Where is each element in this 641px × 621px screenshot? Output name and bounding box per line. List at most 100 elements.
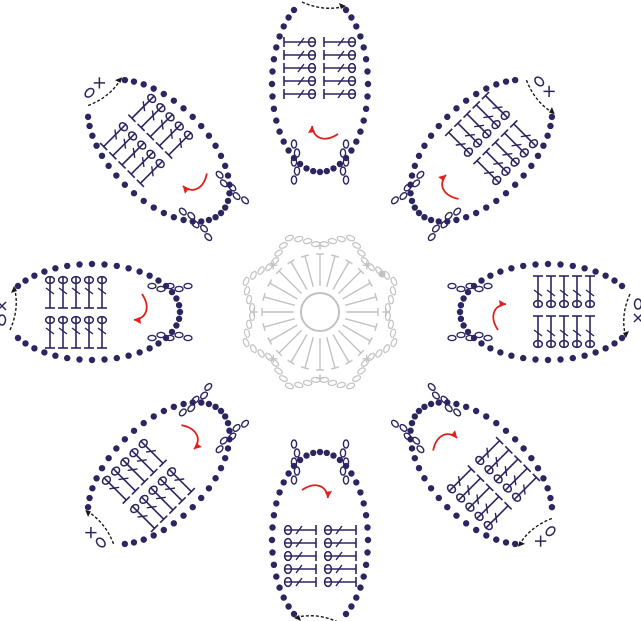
petal <box>269 0 371 184</box>
petal-chain-loop <box>343 176 348 184</box>
petal-edge-dot <box>434 398 443 407</box>
petal-edge-dot <box>139 419 148 428</box>
petal-chain-loop <box>232 191 241 200</box>
center-chain-loop <box>366 262 375 271</box>
center-spoke <box>345 297 376 305</box>
petal-edge-dot <box>114 355 120 361</box>
petal-edge-dot <box>64 263 70 269</box>
petal-edge-dot <box>136 349 142 355</box>
petal-edge-dot <box>364 549 370 555</box>
petal-edge-dot <box>427 484 436 493</box>
petal-chain-loop <box>175 332 183 337</box>
petal-edge-dot <box>508 353 514 359</box>
center-spoke-cap <box>301 255 309 257</box>
petal-edge-dot <box>15 335 21 341</box>
center-chain-loop <box>274 249 284 258</box>
petal-edge-dot <box>465 289 471 295</box>
petal-edge-dot <box>149 412 158 421</box>
petal-chain-loop <box>199 224 208 233</box>
petal-edge-dot <box>281 479 287 485</box>
petal-edge-dot <box>348 14 354 20</box>
petal-edge-dot <box>269 93 275 99</box>
petal-edge-dot <box>310 168 316 174</box>
center-chain-loop <box>246 295 252 304</box>
petal-edge-dot <box>407 196 416 205</box>
petal-edge-dot <box>22 277 28 283</box>
petal-edge-dot <box>271 512 277 518</box>
center-chain-loop <box>285 234 295 242</box>
petal-edge-dot <box>216 151 225 160</box>
petal-chain-loop <box>390 196 399 205</box>
center-chain-loop <box>352 241 362 249</box>
petal-edge-dot <box>420 141 429 150</box>
petal-edge-dot <box>112 444 121 453</box>
petal-edge-dot <box>337 457 343 463</box>
petal-edge-dot <box>452 104 461 113</box>
center-chain-loop <box>270 256 279 265</box>
petal-chain-loop <box>427 382 436 391</box>
petal-edge-dot <box>276 584 282 590</box>
petal-edge-dot <box>543 484 552 493</box>
petal-edge-dot <box>602 273 608 279</box>
petal-edge-dot <box>465 329 471 335</box>
petal-edge-dot <box>104 161 113 170</box>
petal-edge-dot <box>179 399 188 408</box>
petal-edge-dot <box>365 537 371 543</box>
petal-stitch-bar <box>485 506 508 529</box>
petal-edge-dot <box>427 399 436 408</box>
petal-edge-dot <box>120 435 129 444</box>
petal-edge-dot <box>285 603 291 609</box>
center-spoke-cap <box>331 367 339 369</box>
center-spoke <box>305 337 313 368</box>
start-arrowhead <box>438 172 448 182</box>
petal-edge-dot <box>177 309 183 315</box>
petal-chain-loop <box>178 207 187 216</box>
petal-edge-dot <box>460 295 466 301</box>
center-ring <box>301 293 339 331</box>
petal-edge-dot <box>297 161 303 167</box>
petal <box>56 366 266 576</box>
petal-edge-dot <box>169 96 178 105</box>
petal-edge-dot <box>223 196 232 205</box>
center-spoke <box>305 256 313 287</box>
petal-edge-dot <box>458 302 464 308</box>
petal-edge-dot <box>546 121 555 130</box>
petal-edge-dot <box>472 89 481 98</box>
center-chain-loop <box>336 382 345 389</box>
petal-edge-dot <box>407 444 416 453</box>
petal-edge-dot <box>276 489 282 495</box>
petal-edge-dot <box>84 503 93 512</box>
petal-edge-dot <box>291 611 297 617</box>
petal-edge-dot <box>269 537 275 543</box>
petal-edge-dot <box>557 261 563 267</box>
petal-edge-dot <box>317 169 323 175</box>
petal-edge-dot <box>273 44 279 50</box>
petal-edge-dot <box>452 215 461 224</box>
petal-edge-dot <box>291 7 297 13</box>
petal-chain-loop <box>184 335 192 340</box>
petal-edge-dot <box>487 345 493 351</box>
petal-edge-dot <box>269 81 275 87</box>
petal-edge-dot <box>269 549 275 555</box>
petal-stitch-bar <box>132 506 155 529</box>
petal-edge-dot <box>104 454 113 463</box>
petal-chain-loop <box>240 419 249 428</box>
petal-chain-loop <box>240 196 249 205</box>
center-chain-loop <box>257 349 266 359</box>
petal-chain-loop <box>475 286 483 291</box>
petal-chain-loop <box>457 286 465 291</box>
petal-edge-dot <box>285 470 291 476</box>
petal-chain-loop <box>431 391 440 400</box>
petal-chain-loop <box>184 283 192 288</box>
petal-edge-dot <box>611 277 617 283</box>
petal-edge-dot <box>361 500 367 506</box>
petal-chain-loop <box>187 403 196 412</box>
petal-chain-loop <box>431 224 440 233</box>
center-spoke-cap <box>375 293 377 301</box>
petal-edge-dot <box>357 128 363 134</box>
petal-edge-dot <box>276 33 282 39</box>
petal-edge-dot <box>204 484 213 493</box>
petal-edge-dot <box>197 217 206 226</box>
